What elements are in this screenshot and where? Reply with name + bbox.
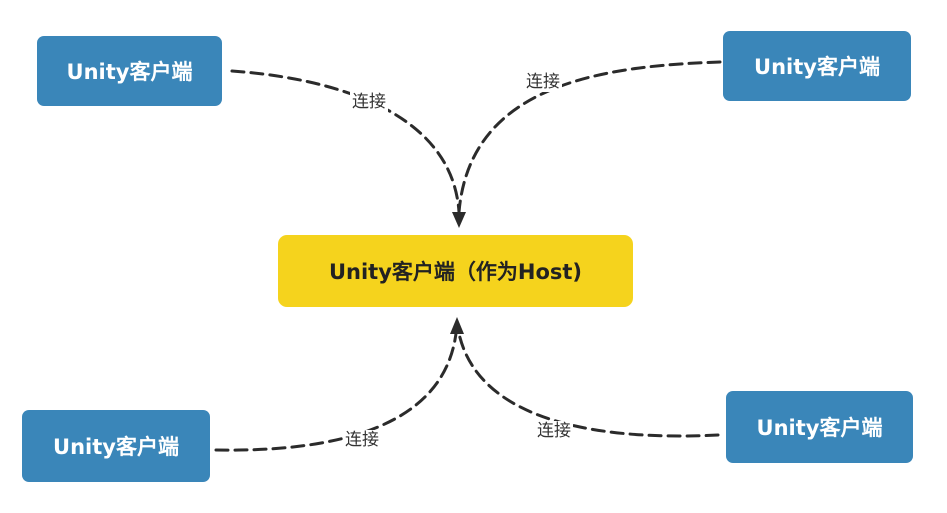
client-node-top-right: Unity客户端 xyxy=(723,31,911,101)
client-node-label: Unity客户端 xyxy=(754,55,880,79)
host-node-label: Unity客户端（作为Host) xyxy=(328,260,583,284)
edge-label-bottom-right: 连接 xyxy=(535,421,573,441)
host-node: Unity客户端（作为Host) xyxy=(278,235,633,307)
client-node-label: Unity客户端 xyxy=(66,60,193,84)
client-node-bottom-right: Unity客户端 xyxy=(726,391,913,463)
edge-label-bottom-left: 连接 xyxy=(343,430,381,450)
client-node-top-left: Unity客户端 xyxy=(37,36,222,106)
arrowhead-to-host-bottom xyxy=(450,317,464,334)
connector-top-right xyxy=(457,60,722,214)
connector-top-left xyxy=(230,69,461,214)
arrowhead-to-host-top xyxy=(452,212,466,228)
client-node-label: Unity客户端 xyxy=(53,435,179,459)
edge-label-top-right: 连接 xyxy=(524,72,562,92)
edge-label-top-left: 连接 xyxy=(350,92,388,112)
client-node-label: Unity客户端 xyxy=(756,416,883,440)
connector-bottom-right xyxy=(455,320,720,438)
connector-bottom-left xyxy=(214,320,459,452)
client-node-bottom-left: Unity客户端 xyxy=(22,410,210,482)
